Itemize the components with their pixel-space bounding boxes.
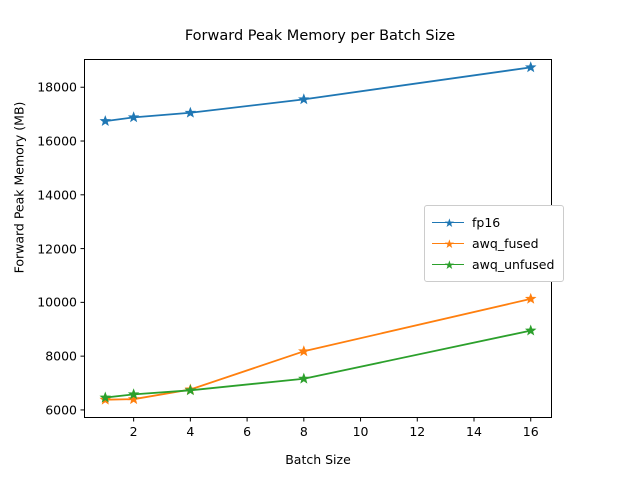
chart-title: Forward Peak Memory per Batch Size xyxy=(184,28,456,44)
y-tick-label: 14000 xyxy=(37,187,77,203)
y-tick-label: 8000 xyxy=(45,348,77,364)
star-icon: ★ xyxy=(444,257,455,272)
legend-item-1[interactable]: ★ awq_fused xyxy=(432,233,554,254)
star-icon: ★ xyxy=(444,215,455,230)
star-icon: ★ xyxy=(444,236,455,251)
x-axis-label: Batch Size xyxy=(285,452,351,467)
legend-line-2 xyxy=(432,263,464,266)
legend-line-1 xyxy=(432,242,464,245)
legend-label-2: awq_unfused xyxy=(472,257,555,272)
data-point-star-icon xyxy=(127,111,140,123)
data-point-star-icon xyxy=(524,324,537,336)
x-tick-label: 8 xyxy=(299,424,308,439)
data-point-star-icon xyxy=(524,292,537,304)
legend-item-2[interactable]: ★ awq_unfused xyxy=(432,254,554,275)
x-tick-label: 14 xyxy=(466,424,482,439)
x-tick-label: 12 xyxy=(409,424,426,439)
legend-marker-icon-1: ★ xyxy=(432,237,464,251)
x-tick-label: 2 xyxy=(129,424,138,439)
series-fp16 xyxy=(99,61,537,127)
y-tick-label: 6000 xyxy=(45,402,77,418)
legend-line-0 xyxy=(432,221,464,224)
data-point-star-icon xyxy=(184,384,197,396)
y-tick-label: 16000 xyxy=(37,133,77,149)
data-point-star-icon xyxy=(184,106,197,118)
data-point-star-icon xyxy=(524,61,537,73)
data-point-star-icon xyxy=(127,388,140,400)
series-awq_unfused xyxy=(99,324,537,403)
data-point-star-icon xyxy=(298,372,310,384)
y-tick-label: 10000 xyxy=(37,294,77,310)
legend-marker-icon-2: ★ xyxy=(432,258,464,272)
x-tick-label: 16 xyxy=(522,424,539,439)
data-point-star-icon xyxy=(298,93,310,105)
chart-legend: ★ fp16 ★ awq_fused ★ awq_unfused xyxy=(424,205,565,282)
x-tick-label: 4 xyxy=(186,424,195,439)
data-point-star-icon xyxy=(99,391,112,403)
y-tick-label: 18000 xyxy=(37,79,77,95)
legend-label-1: awq_fused xyxy=(472,236,539,251)
x-tick-label: 6 xyxy=(243,424,252,439)
x-tick-label: 10 xyxy=(352,424,369,439)
legend-label-0: fp16 xyxy=(472,215,501,230)
legend-marker-icon-0: ★ xyxy=(432,216,464,230)
y-tick-label: 12000 xyxy=(37,241,77,257)
data-point-star-icon xyxy=(99,115,112,127)
legend-item-0[interactable]: ★ fp16 xyxy=(432,212,554,233)
data-point-star-icon xyxy=(127,393,140,405)
data-point-star-icon xyxy=(298,345,310,357)
